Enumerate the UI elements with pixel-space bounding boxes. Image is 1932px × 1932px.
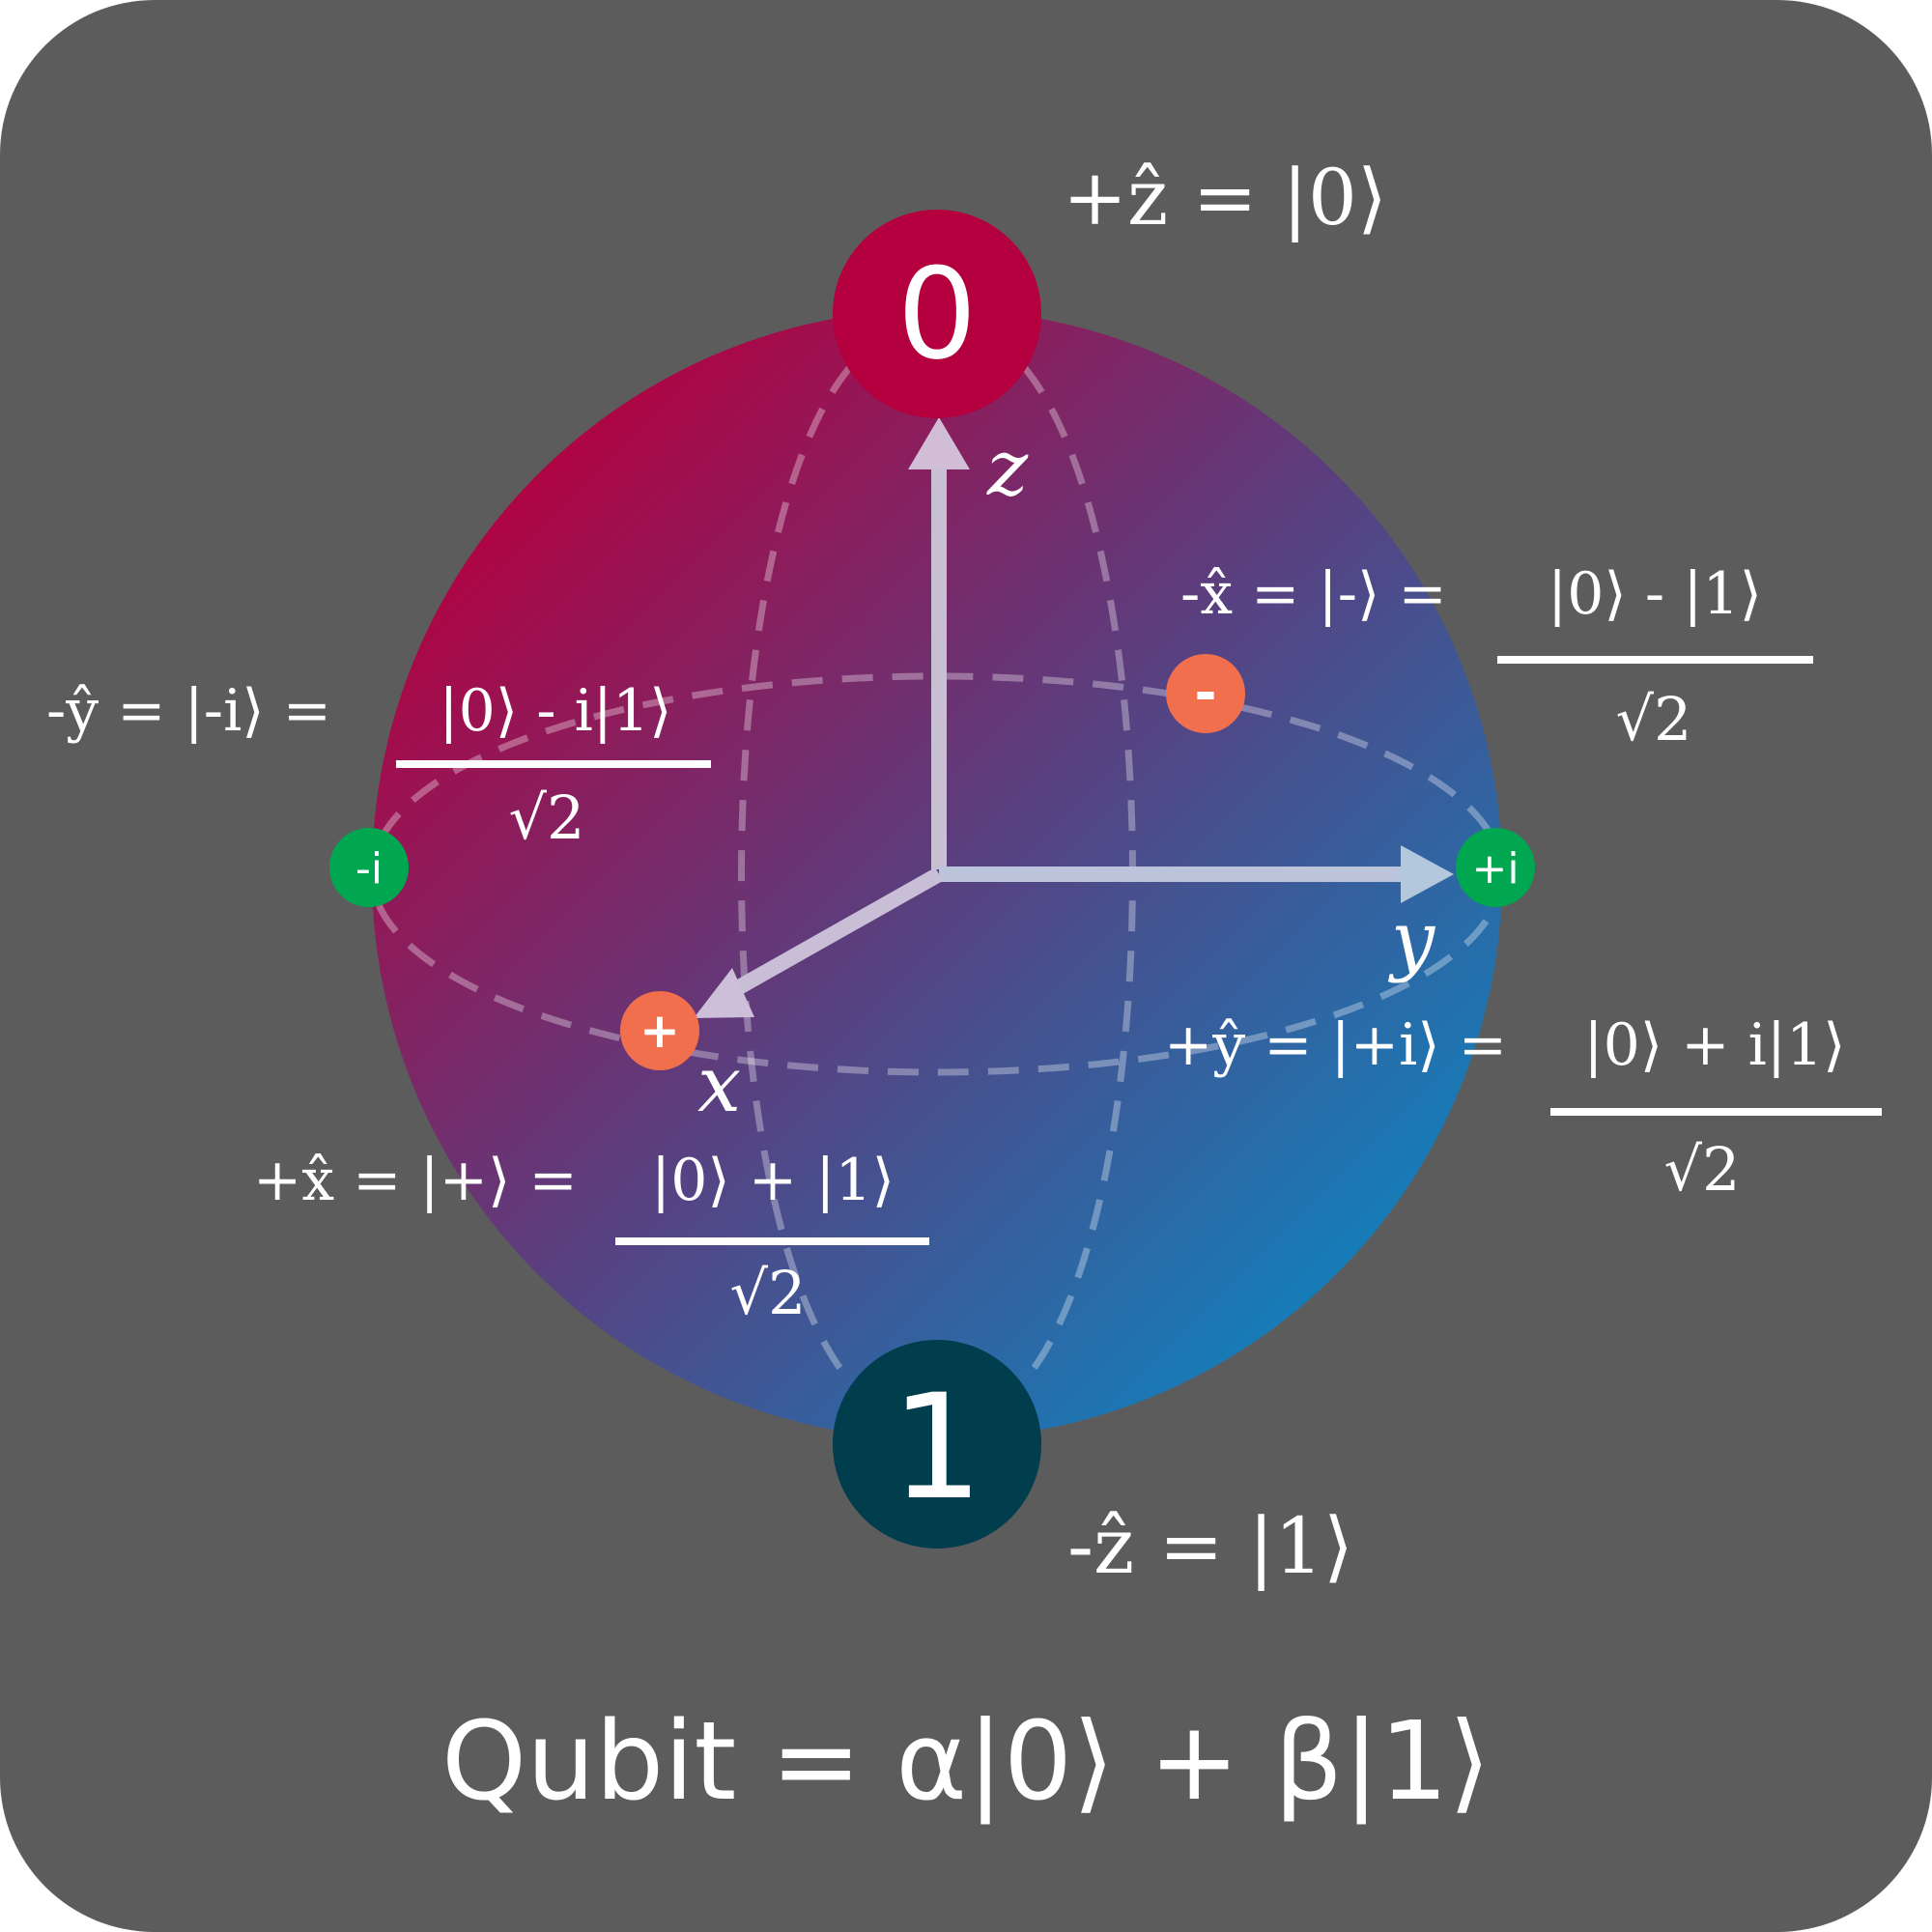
pole-zero-circle: [833, 210, 1041, 418]
plus-y-state: +ŷ = |+i⟩ = |0⟩ + i|1⟩ √2: [1164, 1011, 1882, 1205]
y-axis-arrowhead: [1401, 845, 1454, 903]
meridian-left: [738, 364, 853, 1384]
plus-x-lhs: +x̂ = |+⟩ =: [253, 1147, 578, 1214]
minus-marker: [1166, 654, 1245, 733]
x-axis-label: x: [697, 1039, 741, 1129]
plus-y-denominator: √2: [1664, 1134, 1741, 1205]
plus-i-marker-label: +i: [1471, 844, 1519, 894]
minus-z-state: -ẑ = |1⟩: [1067, 1501, 1353, 1591]
minus-y-numerator: |0⟩ - i|1⟩: [439, 677, 671, 745]
plus-y-numerator: |0⟩ + i|1⟩: [1583, 1011, 1845, 1079]
minus-y-state: -ŷ = |-i⟩ = |0⟩ - i|1⟩ √2: [46, 677, 711, 853]
pole-one-circle: [833, 1340, 1041, 1548]
plus-x-numerator: |0⟩ + |1⟩: [651, 1147, 895, 1214]
plus-marker-label: +: [639, 1003, 680, 1059]
minus-marker-label: -: [1194, 662, 1216, 724]
plus-z-state: +ẑ = |0⟩: [1063, 153, 1387, 242]
plus-marker: [620, 991, 699, 1070]
minus-x-numerator: |0⟩ - |1⟩: [1548, 560, 1762, 628]
minus-i-marker-label: -i: [355, 844, 383, 894]
minus-x-denominator: √2: [1616, 684, 1692, 754]
x-axis-arrowhead: [694, 968, 754, 1018]
plus-x-state: +x̂ = |+⟩ = |0⟩ + |1⟩ √2: [253, 1147, 929, 1328]
minus-y-lhs: -ŷ = |-i⟩ =: [46, 677, 331, 745]
minus-x-lhs: -x̂ = |-⟩ =: [1180, 560, 1447, 628]
pole-zero-label: 0: [897, 241, 978, 387]
plus-y-lhs: +ŷ = |+i⟩ =: [1164, 1011, 1507, 1079]
minus-i-marker: [329, 828, 409, 907]
minus-y-denominator: √2: [509, 782, 585, 853]
minus-x-state: -x̂ = |-⟩ = |0⟩ - |1⟩ √2: [1180, 560, 1813, 754]
plus-x-denominator: √2: [730, 1258, 807, 1328]
x-axis-line: [735, 867, 943, 994]
plus-i-marker: [1456, 828, 1535, 907]
pole-one-label: 1: [891, 1364, 982, 1532]
axes: [694, 417, 1454, 1018]
z-axis-label: z: [986, 423, 1029, 513]
z-axis-arrowhead: [908, 417, 970, 469]
qubit-formula-title: Qubit = α|0⟩ + β|1⟩: [441, 1699, 1491, 1825]
y-axis-label: y: [1388, 895, 1436, 984]
